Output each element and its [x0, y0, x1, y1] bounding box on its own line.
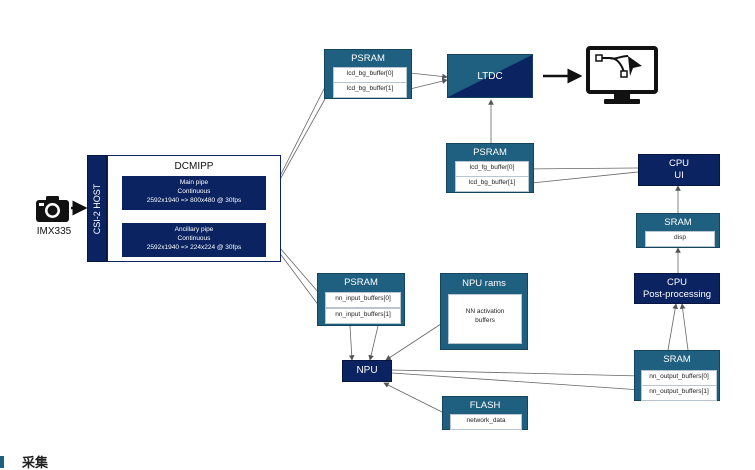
npu-rams-content: NN activation buffers: [448, 294, 522, 344]
npu-rams-title: NPU rams: [462, 278, 506, 289]
npu-rams-to-npu-arrow: [385, 319, 448, 361]
psram-lcd-bg-block: PSRAM lcd_bg_buffer[0] lcd_bg_buffer[1]: [324, 49, 412, 99]
flash-to-npu-arrow: [383, 382, 443, 413]
sram-disp-block: SRAM disp: [636, 213, 720, 248]
cpu-ui-title: CPU: [668, 158, 690, 169]
lcd-fg-buffer-0: lcd_fg_buffer[0]: [455, 161, 529, 177]
cpu-ui-to-bg-buffer-arrow: [521, 171, 639, 187]
cpu-ui-block: CPU UI: [638, 154, 720, 186]
cpu-post-processing-block: CPU Post-processing: [634, 273, 720, 304]
nn-output-buffer-0: nn_output_buffers[0]: [641, 370, 717, 386]
main-pipe-line-1: Main pipe: [179, 179, 209, 186]
psram-lcd-fg-title: PSRAM: [473, 147, 507, 158]
display-monitor-icon: [586, 46, 658, 106]
nn-input-to-npu-arrow-1: [368, 325, 379, 361]
ltdc-label: LTDC: [477, 71, 503, 82]
flash-title: FLASH: [469, 400, 501, 411]
ancillary-pipe-line-2: Continuous: [177, 235, 211, 242]
ltdc-block: LTDC: [447, 54, 533, 98]
main-pipe-box: Main pipe Continuous 2592x1940 => 800x48…: [121, 176, 267, 210]
nn-input-to-npu-arrow-0: [348, 325, 355, 361]
sram-output-title: SRAM: [663, 354, 691, 365]
ancillary-pipe-box: Ancillary pipe Continuous 2592x1940 => 2…: [121, 223, 267, 257]
npu-rams-content-line-2: buffers: [475, 317, 495, 324]
main-pipe-line-2: Continuous: [177, 188, 211, 195]
sram-out-to-cpu-post-arrow-0: [667, 303, 678, 351]
sram-out-to-cpu-post-arrow-1: [679, 303, 689, 351]
npu-to-output-buffer-arrow-0: [391, 369, 643, 379]
nn-input-buffer-1: nn_input_buffers[1]: [325, 308, 401, 324]
main-pipe-line-3: 2592x1940 => 800x480 @ 30fps: [146, 197, 242, 204]
npu-to-output-buffer-arrow-1: [391, 372, 643, 393]
psram-nn-input-title: PSRAM: [344, 277, 378, 288]
csi-host-label: CSI-2 HOST: [92, 183, 102, 234]
psram-lcd-fg-block: PSRAM lcd_fg_buffer[0] lcd_bg_buffer[1]: [446, 143, 534, 193]
ancillary-pipe-line-1: Ancillary pipe: [174, 226, 214, 233]
disp-buffer: disp: [645, 231, 715, 247]
cpu-ui-to-fg-buffer-arrow: [521, 166, 639, 172]
psram-nn-input-block: PSRAM nn_input_buffers[0] nn_input_buffe…: [317, 273, 405, 326]
cpu-post-subtitle: Post-processing: [642, 289, 712, 300]
npu-rams-content-line-1: NN activation: [465, 308, 505, 315]
camera-label: IMX335: [36, 226, 72, 237]
flash-block: FLASH network_data: [442, 396, 528, 430]
npu-block: NPU: [342, 360, 392, 382]
footer-marker: [0, 456, 4, 468]
cpu-post-title: CPU: [666, 277, 688, 288]
nn-output-buffer-1: nn_output_buffers[1]: [641, 385, 717, 401]
camera-icon: [36, 194, 69, 222]
npu-label: NPU: [356, 365, 378, 376]
main-pipe-to-psram-arrow-1: [272, 89, 331, 193]
sram-output-block: SRAM nn_output_buffers[0] nn_output_buff…: [634, 350, 720, 401]
psram-to-ltdc-arrow-0: [409, 72, 448, 80]
dcmipp-title: DCMIPP: [174, 161, 214, 172]
lcd-bg-buffer-0: lcd_bg_buffer[0]: [333, 67, 407, 83]
psram-lcd-bg-title: PSRAM: [351, 53, 385, 64]
nn-input-buffer-0: nn_input_buffers[0]: [325, 292, 401, 308]
lcd-bg-buffer-1-mid: lcd_bg_buffer[1]: [455, 176, 529, 192]
network-data-buffer: network_data: [450, 414, 522, 430]
lcd-bg-buffer-1: lcd_bg_buffer[1]: [333, 82, 407, 98]
main-pipe-to-psram-arrow-0: [272, 76, 331, 191]
cpu-ui-subtitle: UI: [674, 170, 684, 181]
npu-rams-block: NPU rams NN activation buffers: [440, 273, 528, 350]
ancillary-to-nn-input-arrow-0: [272, 239, 326, 301]
ancillary-to-nn-input-arrow-1: [272, 243, 326, 315]
ancillary-pipe-line-3: 2592x1940 => 224x224 @ 30fps: [146, 244, 242, 251]
footer-heading: 采集: [22, 455, 49, 470]
sram-disp-title: SRAM: [664, 217, 692, 228]
dcmipp-block: DCMIPP Main pipe Continuous 2592x1940 =>…: [107, 155, 281, 262]
psram-to-ltdc-arrow-1: [409, 78, 448, 90]
csi-host-block: CSI-2 HOST: [87, 155, 107, 262]
